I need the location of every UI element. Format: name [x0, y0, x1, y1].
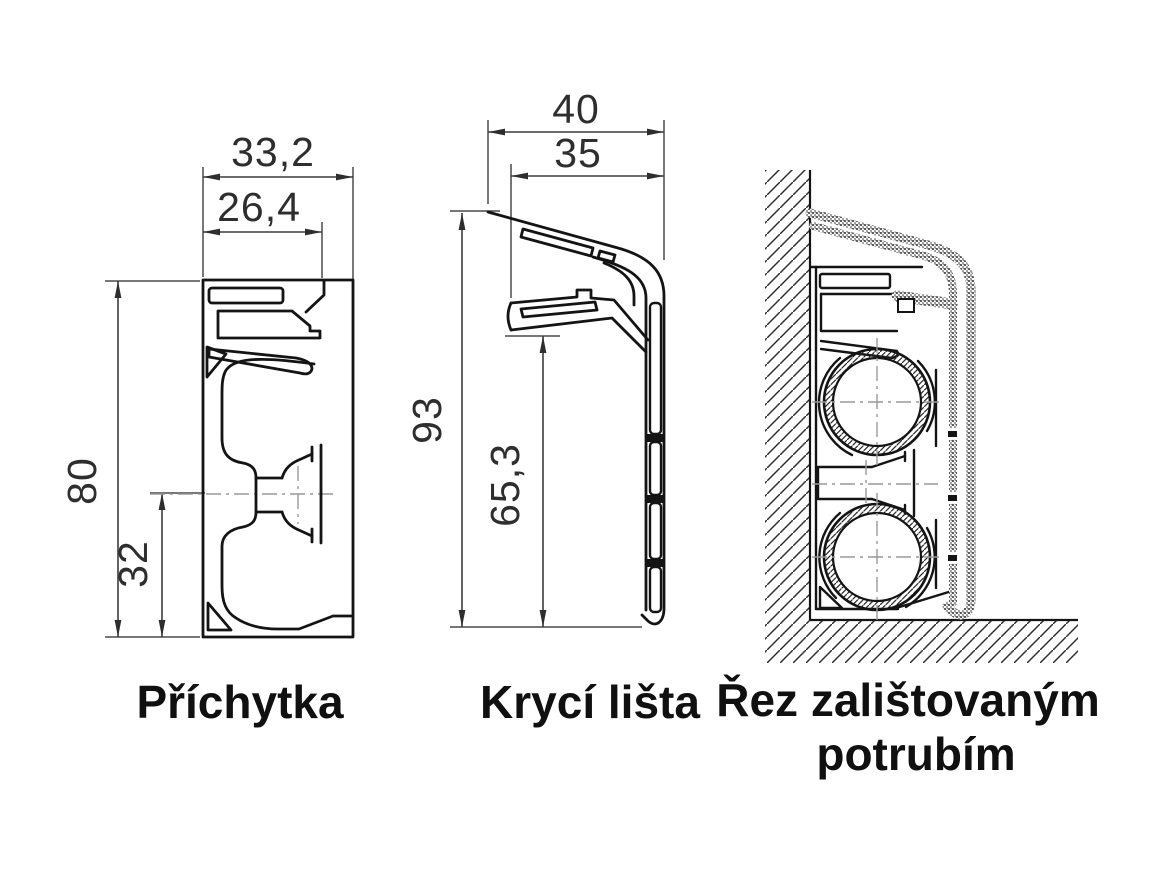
caption-rez-line1: Řez zalištovaným	[716, 674, 1099, 726]
kryci-lista-wall-chambers	[647, 301, 663, 614]
kryci-lista-dimension-lines	[458, 128, 664, 627]
kryci-lista-profile-outline	[486, 210, 666, 626]
caption-prichytka: Příchytka	[136, 676, 344, 728]
section-centerlines	[812, 338, 942, 621]
wall-floor-hatching	[765, 170, 1078, 663]
caption-kryci-lista: Krycí lišta	[480, 676, 700, 728]
section-clip-lines	[809, 265, 954, 611]
section-cover-strip	[805, 208, 976, 620]
prichytka-dim-overall-width: 33,2	[231, 129, 315, 175]
kryci-lista-dim-overall-height: 93	[404, 396, 450, 444]
wall-floor-lines	[808, 170, 1078, 622]
prichytka-profile-outline	[201, 278, 355, 639]
prichytka-centerlines	[150, 466, 334, 524]
prichytka-dim-inner-width: 26,4	[217, 184, 301, 230]
rez-section-drawing	[765, 170, 1078, 663]
kryci-lista-profile-drawing: 40 35 93 65,3	[404, 86, 666, 628]
kryci-lista-dim-inner-width: 35	[554, 130, 602, 176]
kryci-lista-dim-lower-height: 65,3	[482, 443, 528, 527]
section-wall-dividers	[944, 428, 962, 564]
prichytka-profile-drawing: 33,2 26,4 80 32	[59, 129, 355, 639]
captions: Příchytka Krycí lišta Řez zalištovaným p…	[136, 674, 1099, 780]
prichytka-dim-lower-height: 32	[110, 540, 156, 588]
hook-interlock-notch	[897, 298, 915, 313]
prichytka-dim-overall-height: 80	[59, 457, 105, 505]
kryci-lista-dim-overall-width: 40	[552, 86, 600, 132]
prichytka-dimension-lines	[114, 173, 353, 637]
caption-rez-line2: potrubím	[816, 728, 1015, 780]
